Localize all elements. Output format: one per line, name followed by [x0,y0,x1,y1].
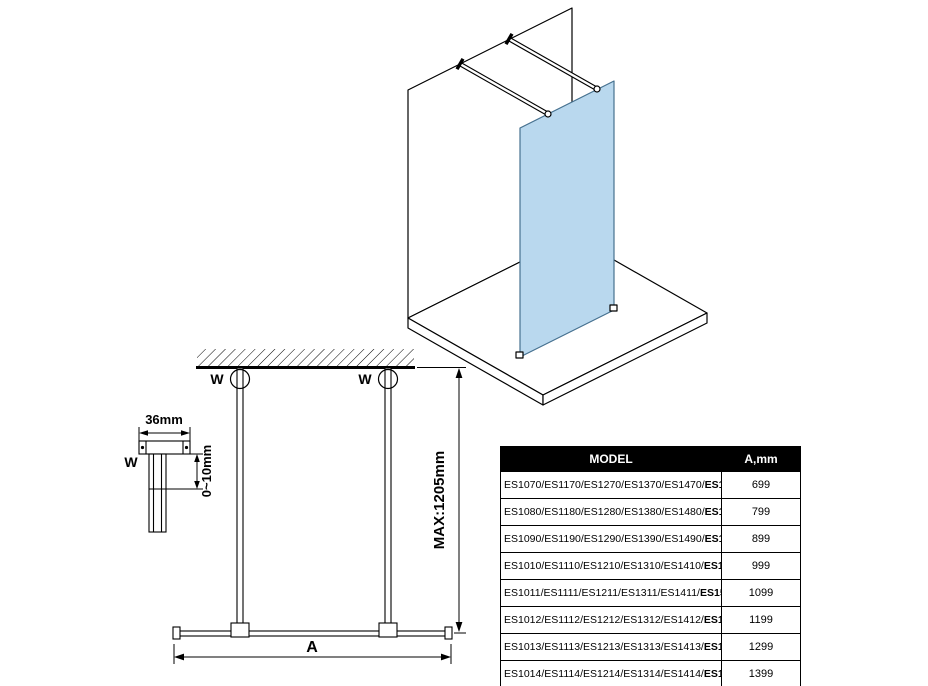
model-code-last: ES1590 [704,533,721,545]
glass-end-cap-right [444,626,453,640]
mount-detail: 36mm W 0~10mm [124,412,214,533]
support-bar-front [455,57,550,116]
dim-36-label: 36mm [145,412,183,427]
dim-max-label: MAX:1205mm [431,451,448,549]
bar-clamp-front [544,110,552,118]
model-cell: ES1014/ES1114/ES1214/ES1314/ES1414/ES151… [500,660,722,686]
wall-flange-front [455,57,465,71]
bar-glass-clamp-right [378,622,398,638]
support-bar-rear [504,32,599,91]
wall-hatching [197,349,414,367]
glass-top-edge [173,630,452,637]
a-mm-cell: 999 [721,552,801,580]
dimension-a: A [173,639,452,664]
glass-panel [519,80,615,358]
table-row: ES1090/ES1190/ES1290/ES1390/ES1490/ES159… [500,525,801,553]
dimension-max-height: MAX:1205mm [417,367,466,634]
model-code-last: ES1580 [704,506,721,518]
dim-adjust-label: 0~10mm [199,445,214,497]
table-header-row: MODEL A,mm [500,446,801,472]
model-cell: ES1011/ES1111/ES1211/ES1311/ES1411/ES151… [500,579,722,607]
model-code-last: ES1512 [703,614,721,626]
model-code-last: ES1570 [704,479,721,491]
a-mm-cell: 899 [721,525,801,553]
model-cell: ES1070/ES1170/ES1270/ES1370/ES1470/ES157… [500,471,722,499]
support-bar-left [236,367,244,627]
a-mm-cell: 1199 [721,606,801,634]
model-codes: ES1070/ES1170/ES1270/ES1370/ES1470/ [504,479,705,491]
table-row: ES1080/ES1180/ES1280/ES1380/ES1480/ES158… [500,498,801,526]
support-bar-right [384,367,392,627]
spec-table: MODEL A,mm ES1070/ES1170/ES1270/ES1370/E… [500,446,801,686]
table-row: ES1011/ES1111/ES1211/ES1311/ES1411/ES151… [500,579,801,607]
wall-mount-label-left: W [210,371,224,387]
a-mm-cell: 1099 [721,579,801,607]
model-code-last: ES1511 [699,587,721,599]
model-cell: ES1013/ES1113/ES1213/ES1313/ES1413/ES151… [500,633,722,661]
wall-flange-rear [504,32,514,46]
model-codes: ES1013/ES1113/ES1213/ES1313/ES1413/ [504,641,704,653]
model-cell: ES1080/ES1180/ES1280/ES1380/ES1480/ES158… [500,498,722,526]
screw-right [184,445,189,450]
a-mm-cell: 699 [721,471,801,499]
model-codes: ES1014/ES1114/ES1214/ES1314/ES1414/ [504,668,704,680]
model-codes: ES1011/ES1111/ES1211/ES1311/ES1411/ [504,587,700,599]
model-code-last: ES1513 [703,641,721,653]
mount-detail-label: W [124,454,138,470]
plan-view: W W [172,349,453,640]
header-a-mm: A,mm [721,446,801,472]
screw-left [140,445,145,450]
bar-tube [148,453,167,533]
floor-clamp-right [609,304,618,312]
bar-glass-clamp-left [230,622,250,638]
wall-mount-label-right: W [358,371,372,387]
model-codes: ES1012/ES1112/ES1212/ES1312/ES1412/ [504,614,704,626]
model-cell: ES1090/ES1190/ES1290/ES1390/ES1490/ES159… [500,525,722,553]
table-row: ES1013/ES1113/ES1213/ES1313/ES1413/ES151… [500,633,801,661]
model-code-last: ES1510 [703,560,721,572]
table-row: ES1014/ES1114/ES1214/ES1314/ES1414/ES151… [500,660,801,686]
model-codes: ES1090/ES1190/ES1290/ES1390/ES1490/ [504,533,705,545]
wall-mount-left [229,368,251,390]
table-row: ES1010/ES1110/ES1210/ES1310/ES1410/ES151… [500,552,801,580]
model-code-last: ES1514 [703,668,721,680]
a-mm-cell: 1399 [721,660,801,686]
a-mm-cell: 799 [721,498,801,526]
bar-clamp-rear [593,85,601,93]
floor-clamp-left [515,351,524,359]
isometric-view [407,7,708,406]
glass-end-cap-left [172,626,181,640]
a-mm-cell: 1299 [721,633,801,661]
header-model: MODEL [500,446,722,472]
table-row: ES1012/ES1112/ES1212/ES1312/ES1412/ES151… [500,606,801,634]
wall-mount-right [377,368,399,390]
floor-edge-right [542,312,708,406]
wall-plate [138,440,191,455]
model-cell: ES1012/ES1112/ES1212/ES1312/ES1412/ES151… [500,606,722,634]
model-codes: ES1080/ES1180/ES1280/ES1380/ES1480/ [504,506,705,518]
model-cell: ES1010/ES1110/ES1210/ES1310/ES1410/ES151… [500,552,722,580]
table-row: ES1070/ES1170/ES1270/ES1370/ES1470/ES157… [500,471,801,499]
model-codes: ES1010/ES1110/ES1210/ES1310/ES1410/ [504,560,704,572]
dim-a-label: A [306,639,318,656]
